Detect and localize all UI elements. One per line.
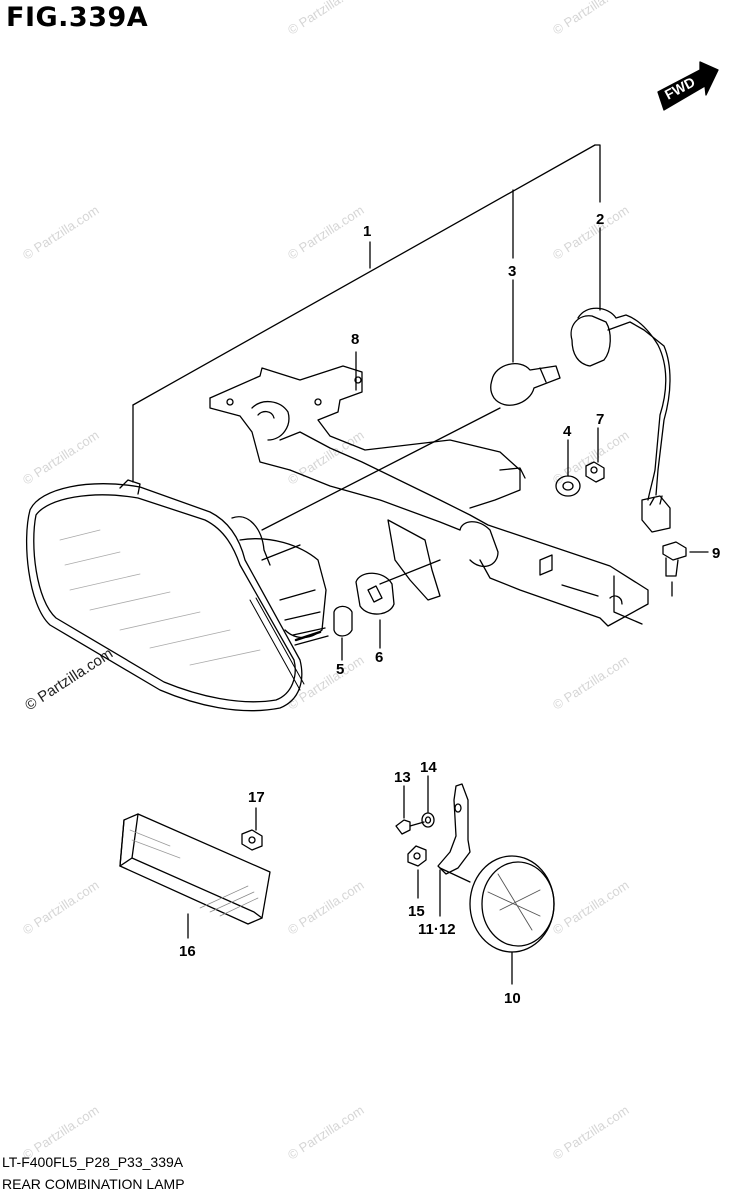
callout-17: 17 [248,789,265,806]
rear-combination-lamp [26,479,329,712]
figure-code: LT-F400FL5_P28_P33_339A [2,1154,184,1170]
figure-title: FIG.339A [6,2,149,33]
screw-13 [395,819,425,835]
callout-9: 9 [712,545,720,562]
lamp-bracket [209,365,649,627]
nut-17 [241,829,263,851]
bolt [613,541,687,625]
reflector [119,813,271,925]
figure-name: REAR COMBINATION LAMP [2,1176,185,1192]
callout-15: 15 [408,903,425,920]
callout-8: 8 [351,331,359,348]
callout-3: 3 [508,263,516,280]
callout-11-12: 11·12 [418,921,456,938]
round-lamp [469,855,555,953]
callout-13: 13 [394,769,411,786]
callout-6: 6 [375,649,383,666]
callout-7: 7 [596,411,604,428]
leader-line [594,144,601,203]
collar [333,605,353,637]
washer [555,475,581,497]
leader-line [132,144,596,406]
washer-14 [421,812,435,828]
leader-line [379,559,441,585]
callout-1: 1 [363,223,371,240]
callout-2: 2 [596,211,604,228]
bulb [261,363,561,531]
grommet [355,572,395,615]
socket-harness [570,307,671,533]
callout-4: 4 [563,423,572,440]
callout-16: 16 [179,943,196,960]
fwd-arrow-icon [657,61,719,111]
callout-5: 5 [336,661,344,678]
callout-10: 10 [504,990,521,1007]
light-bracket [437,783,471,883]
callout-14: 14 [420,759,437,776]
nut [585,461,605,483]
nut-15 [407,845,427,867]
